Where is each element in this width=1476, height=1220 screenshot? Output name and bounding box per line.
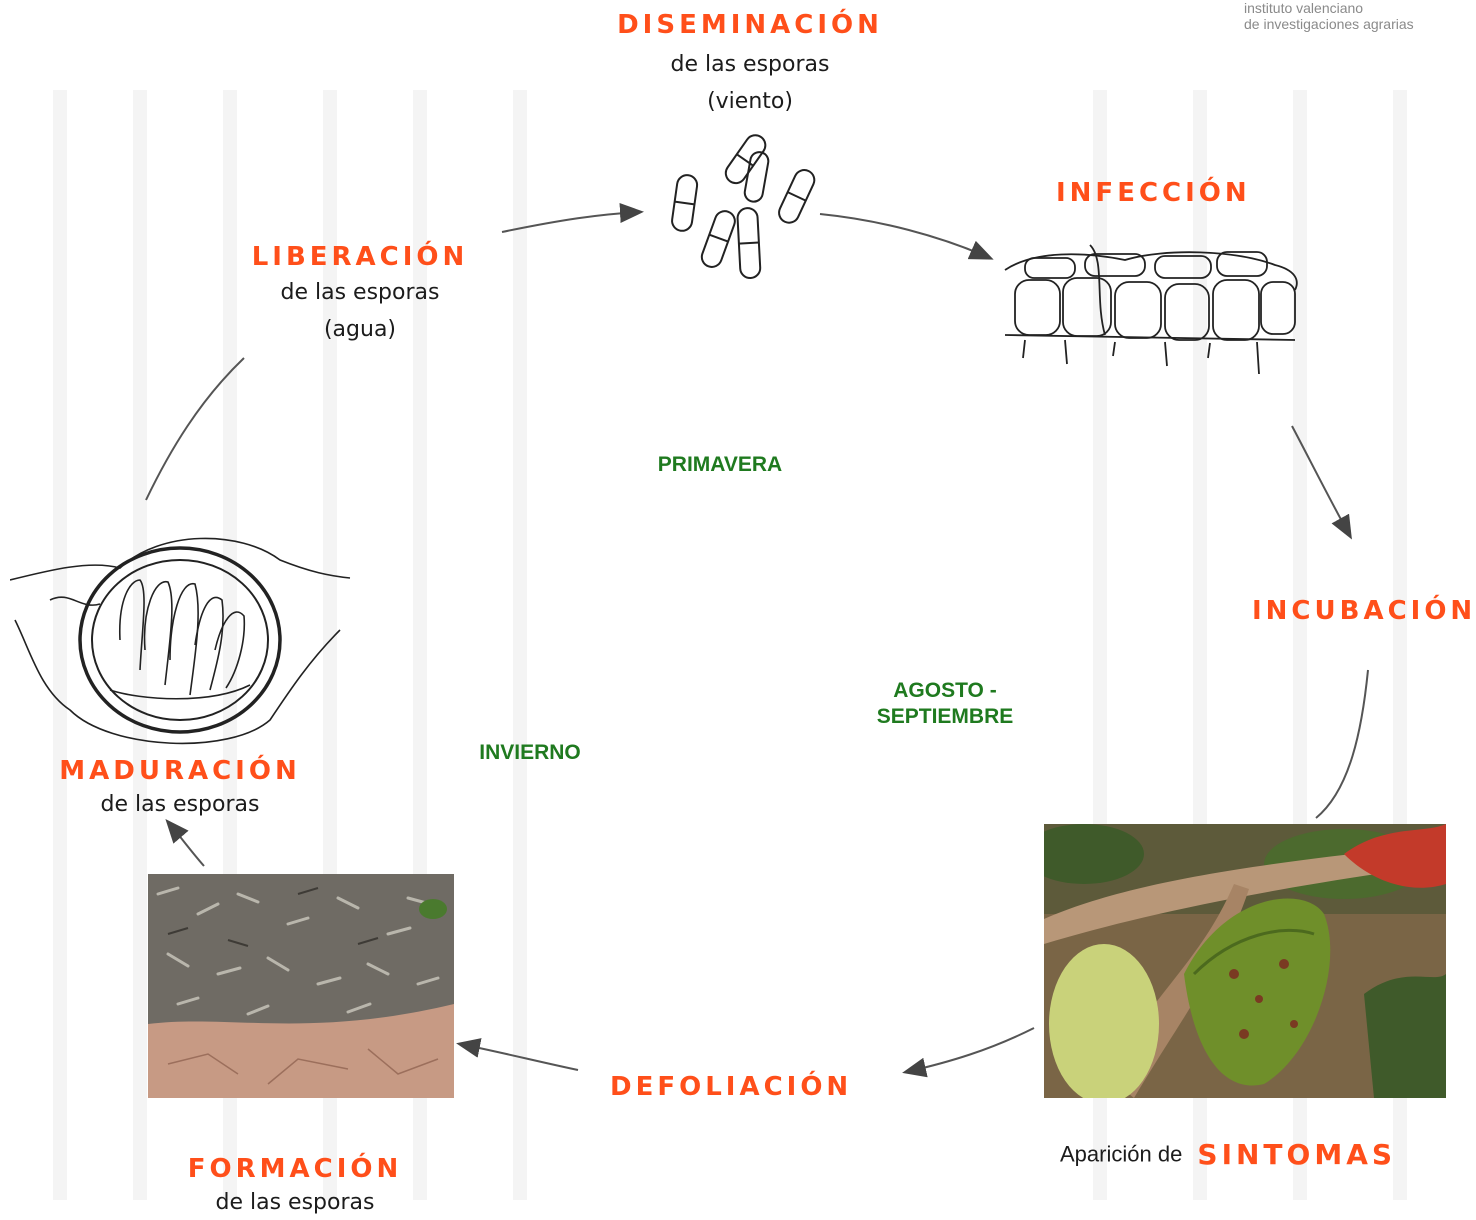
stage-diseminacion-line2: (viento) — [707, 89, 793, 114]
stage-liberacion-title: LIBERACIÓN — [251, 242, 469, 272]
stage-defoliacion-title: DEFOLIACIÓN — [610, 1072, 853, 1102]
stage-liberacion-line1: de las esporas — [280, 280, 440, 305]
season-invierno: INVIERNO — [479, 741, 581, 764]
season-agosto-septiembre: AGOSTO - SEPTIEMBRE — [876, 679, 1014, 728]
symptoms-photo — [1044, 824, 1446, 1098]
stage-maduracion: MADURACIÓN de las esporas — [40, 756, 320, 817]
arrow-formacion-to-maduracion — [165, 818, 205, 867]
stage-sintomas-prefix: Aparición de — [1060, 1141, 1183, 1167]
stage-maduracion-title: MADURACIÓN — [59, 756, 301, 786]
stage-formacion: FORMACIÓN de las esporas — [150, 1154, 440, 1215]
stage-incubacion-title: INCUBACIÓN — [1252, 596, 1476, 626]
arrow-infeccion-to-incubacion — [1291, 425, 1352, 540]
symptoms-photo-art — [1044, 824, 1446, 1098]
arrow-incubacion-to-sintomas — [1315, 669, 1369, 819]
logo: instituto valenciano de investigaciones … — [1244, 0, 1414, 32]
pseudothecium-drawing — [10, 537, 351, 745]
arrow-diseminacion-to-infeccion — [819, 213, 994, 260]
infection-tissue-drawing — [1004, 244, 1298, 375]
stage-liberacion-line2: (agua) — [323, 317, 397, 342]
fallen-leaves-photo — [148, 874, 454, 1098]
stage-diseminacion: DISEMINACIÓN de las esporas (viento) — [600, 10, 900, 114]
arrow-sintomas-to-defoliacion — [902, 1027, 1035, 1078]
stage-sintomas-title: SINTOMAS — [1197, 1138, 1397, 1171]
stage-maduracion-line1: de las esporas — [100, 792, 260, 817]
stage-diseminacion-line1: de las esporas — [670, 52, 830, 77]
arrow-liberacion-to-diseminacion — [501, 203, 644, 233]
spores-drawing — [671, 134, 816, 280]
logo-line-2: de investigaciones agrarias — [1244, 16, 1414, 32]
arrow-defoliacion-to-formacion — [456, 1038, 579, 1071]
logo-line-1: instituto valenciano — [1244, 0, 1364, 16]
stage-formacion-title: FORMACIÓN — [187, 1154, 403, 1184]
stage-liberacion: LIBERACIÓN de las esporas (agua) — [220, 242, 500, 342]
stage-sintomas: Aparición de SINTOMAS — [1060, 1138, 1396, 1171]
season-primavera: PRIMAVERA — [657, 453, 783, 476]
stage-infeccion-title: INFECCIÓN — [1056, 178, 1251, 208]
arrow-maduracion-to-liberacion — [145, 357, 245, 501]
fallen-leaves-photo-art — [148, 874, 454, 1098]
stage-formacion-line1: de las esporas — [215, 1190, 375, 1215]
stage-diseminacion-title: DISEMINACIÓN — [617, 10, 883, 40]
